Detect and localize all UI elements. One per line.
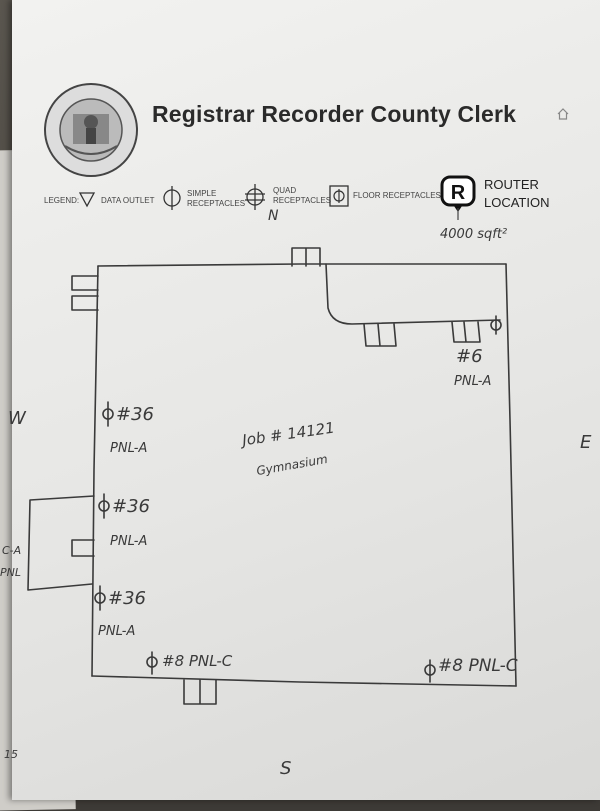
legend-data-outlet: DATA OUTLET	[101, 196, 155, 205]
compass-south: S	[280, 758, 292, 779]
compass-west: W	[8, 408, 26, 429]
outlet-ne-panel: PNL-A	[454, 374, 492, 389]
county-seal-icon	[44, 83, 138, 177]
router-icon: R	[440, 175, 476, 212]
outlet-w2-panel: PNL-A	[110, 534, 148, 549]
data-outlet-west-2	[71, 539, 95, 557]
area-note: 4000 sqft²	[440, 227, 508, 242]
outlet-ne-number: #6	[456, 346, 483, 367]
data-outlet-west-1	[71, 275, 99, 311]
legend-quad-line1: QUAD	[273, 186, 297, 195]
quad-receptacle-icon	[245, 184, 265, 210]
room-wall-south	[91, 675, 517, 687]
outlet-w2-number: #36	[112, 496, 150, 517]
floor-receptacle-icon	[329, 185, 349, 207]
simple-receptacle-icon	[163, 186, 181, 210]
outlet-w1-panel: PNL-A	[110, 441, 148, 456]
room-wall-west	[91, 265, 99, 677]
data-outlet-icon	[78, 192, 96, 208]
legend-simple-line2: RECEPTACLES	[187, 199, 246, 208]
legend-floor: FLOOR RECEPTACLES	[353, 191, 441, 200]
compass-north: N	[268, 208, 279, 224]
legend-router-line2: LOCATION	[484, 195, 550, 210]
left-edge-note-1: C-A	[2, 544, 22, 557]
legend-quad-line2: RECEPTACLES	[273, 196, 332, 205]
compass-east: E	[580, 432, 592, 453]
outlet-s1-label: #8 PNL-C	[162, 652, 233, 670]
data-outlet-north	[291, 247, 321, 267]
outlet-w3-number: #36	[108, 588, 146, 609]
legend-simple-line1: SIMPLE	[187, 189, 217, 198]
left-edge-note-2: PNL	[0, 566, 21, 579]
outlet-w1-number: #36	[116, 404, 154, 425]
outlet-s2-label: #8 PNL-C	[438, 656, 518, 676]
data-outlet-ne-2	[451, 321, 481, 343]
room-wall-east	[505, 263, 517, 687]
home-icon	[557, 108, 569, 120]
legend-router-line1: ROUTER	[484, 177, 539, 192]
page-title: Registrar Recorder County Clerk	[152, 101, 517, 127]
outlet-w3-panel: PNL-A	[98, 624, 136, 639]
west-annex	[27, 495, 95, 591]
room-wall-north	[97, 263, 507, 267]
data-outlet-ne-1	[363, 323, 397, 347]
legend-router: ROUTER LOCATION	[484, 176, 550, 212]
data-outlet-south	[183, 679, 217, 705]
legend-title: LEGEND:	[44, 196, 80, 205]
ne-partition	[325, 263, 501, 325]
router-letter: R	[451, 182, 466, 204]
corner-mark: 15	[4, 748, 18, 761]
